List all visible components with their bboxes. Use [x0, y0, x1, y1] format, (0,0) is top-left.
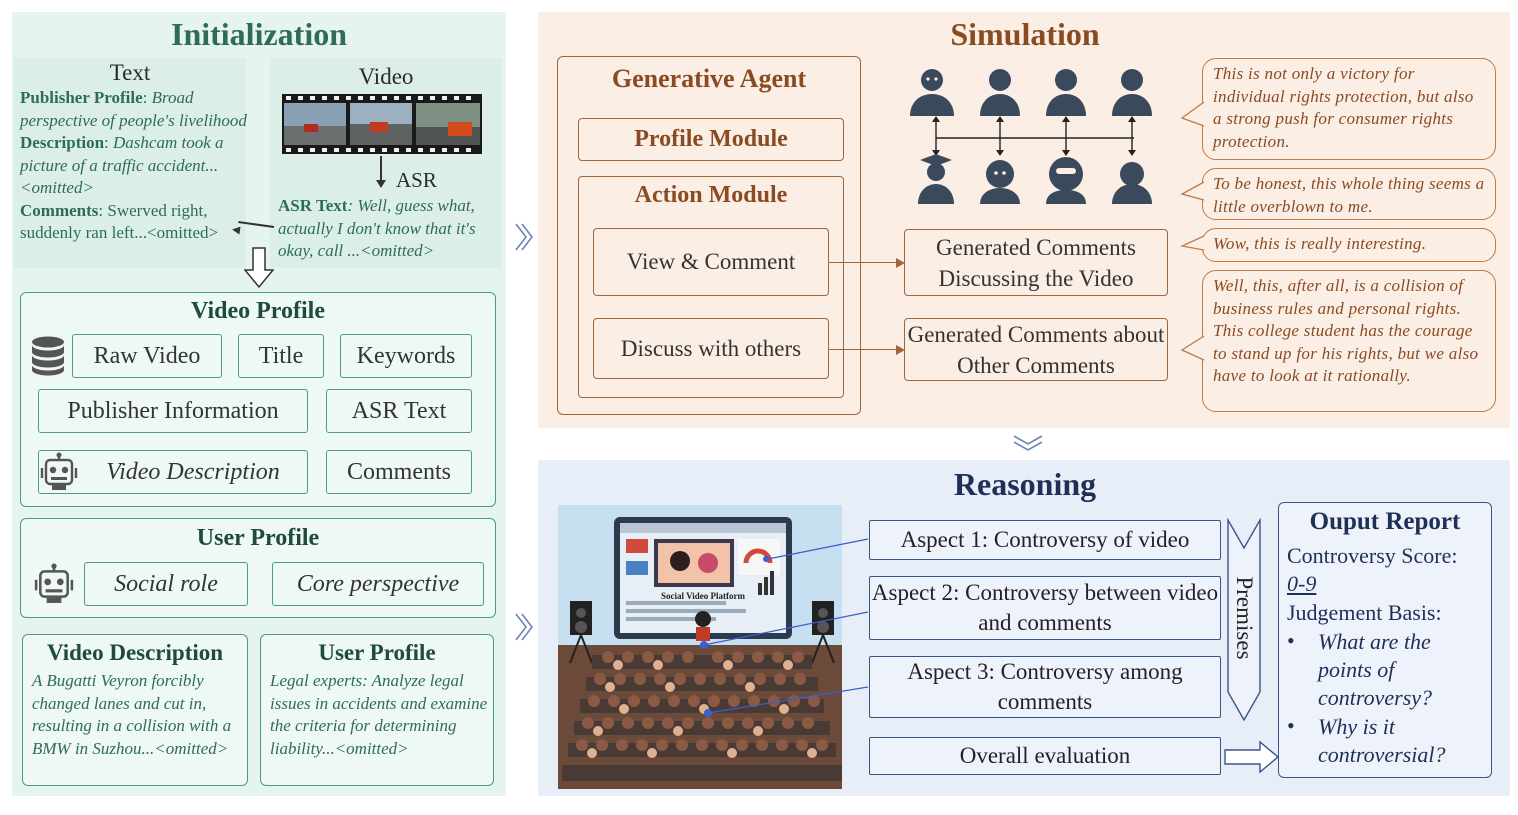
premises-label: Premises	[1232, 576, 1257, 660]
text-section	[14, 58, 246, 268]
agents-network-graphic	[896, 62, 1176, 212]
asr-text-label: ASR Text	[278, 196, 348, 215]
chevron-right-icon-1	[514, 222, 534, 257]
initialization-title: Initialization	[170, 16, 347, 52]
publisher-profile-value: Broad perspective of people's livelihood	[20, 88, 247, 130]
asr-to-text-arrowhead	[231, 225, 241, 235]
chevron-right-icon-2	[514, 612, 534, 647]
asr-arrow-line	[380, 156, 382, 182]
description-label: Description	[20, 133, 105, 152]
video-profile-title: Video Profile	[191, 298, 325, 324]
film-strip-image	[282, 94, 482, 154]
action-module-title: Action Module	[634, 182, 788, 208]
asr-arrow-head	[376, 180, 386, 188]
profile-module-box: Profile Module	[578, 118, 844, 161]
comment-bubble-3: Wow, this is really interesting.	[1202, 228, 1496, 262]
arrowhead-discuss	[896, 345, 905, 355]
bubble-tail-1	[1180, 100, 1206, 135]
user-profile-card-text: Legal experts: Analyze legal issues in a…	[270, 671, 488, 758]
video-description-card	[22, 634, 248, 786]
chevron-down-icon	[1012, 434, 1044, 459]
video-description-card-title: Video Description	[46, 640, 224, 665]
simulation-title: Simulation	[950, 16, 1100, 52]
user-profile-title: User Profile	[196, 525, 320, 551]
view-comment-box: View & Comment	[593, 228, 829, 296]
bubble-tail-3	[1179, 234, 1206, 259]
arrow-discuss-to-generated	[829, 349, 899, 351]
premises-arrow	[1226, 517, 1262, 727]
asr-text-cell: ASR Text	[326, 389, 472, 433]
comments-cell: Comments	[326, 450, 472, 494]
bullet-dot-2: •	[1287, 713, 1295, 738]
video-section	[270, 58, 502, 268]
controversy-score-value: 0-9	[1287, 571, 1317, 596]
arrow-view-to-generated	[829, 262, 899, 264]
comment-bubble-1: This is not only a victory for individua…	[1202, 58, 1496, 160]
keywords-cell: Keywords	[340, 334, 472, 378]
bubble-tail-2	[1180, 180, 1206, 209]
generated-comments-video-box: Generated Comments Discussing the Video	[904, 229, 1168, 296]
aspect-2-box: Aspect 2: Controversy between video and …	[869, 576, 1221, 640]
core-perspective-cell: Core perspective	[272, 562, 484, 606]
comments-label: Comments	[20, 200, 99, 220]
user-profile-card	[260, 634, 494, 786]
robot-icon-2	[34, 562, 74, 611]
bullet-dot-1: •	[1287, 628, 1295, 653]
report-bullet-2: Why is it controversial?	[1318, 714, 1446, 767]
discuss-with-others-box: Discuss with others	[593, 318, 829, 379]
title-cell: Title	[238, 334, 324, 378]
overall-to-report-arrow	[1224, 740, 1280, 779]
generative-agent-title: Generative Agent	[611, 64, 807, 93]
raw-video-cell: Raw Video	[72, 334, 222, 378]
comment-bubble-2: To be honest, this whole thing seems a l…	[1202, 168, 1496, 220]
social-platform-illustration: Social Video Platform	[558, 505, 842, 789]
action-module-box	[578, 176, 844, 398]
output-report-title: Ouput Report	[1309, 508, 1461, 535]
text-heading: Text	[109, 60, 151, 85]
generative-agent-box	[557, 56, 861, 415]
asr-text-body: ASR Text: Well, guess what, actually I d…	[278, 196, 476, 260]
aspect-1-box: Aspect 1: Controversy of video	[869, 520, 1221, 560]
text-section-body: Publisher Profile: Broad perspective of …	[20, 88, 247, 243]
video-heading: Video	[358, 64, 414, 89]
aspect-3-box: Aspect 3: Controversy among comments	[869, 656, 1221, 718]
asr-label: ASR	[396, 168, 437, 192]
reasoning-title: Reasoning	[953, 466, 1097, 502]
description-value: Dashcam took a picture of a traffic acci…	[20, 133, 224, 197]
database-icon	[30, 336, 66, 381]
controversy-score-label: Controversy Score:	[1287, 543, 1458, 568]
judgement-basis-label: Judgement Basis:	[1287, 600, 1442, 625]
generated-comments-other-box: Generated Comments about Other Comments	[904, 318, 1168, 381]
video-description-cell: Video Description	[38, 450, 308, 494]
overall-evaluation-box: Overall evaluation	[869, 737, 1221, 775]
publisher-information-cell: Publisher Information	[38, 389, 308, 433]
asr-text-value: Well, guess what, actually I don't know …	[278, 196, 476, 260]
output-report-box	[1278, 502, 1492, 778]
comment-bubble-4: Well, this, after all, is a collision of…	[1202, 270, 1496, 412]
bubble-tail-4	[1180, 334, 1206, 369]
social-role-cell: Social role	[84, 562, 248, 606]
svg-text:Social Video Platform: Social Video Platform	[661, 591, 745, 601]
user-profile-card-title: User Profile	[318, 640, 436, 665]
arrowhead-view	[896, 258, 905, 268]
robot-icon	[40, 452, 78, 497]
publisher-profile-label: Publisher Profile	[20, 88, 143, 107]
comments-value: Swerved right, suddenly ran left...<omit…	[20, 200, 219, 243]
down-hollow-arrow	[243, 247, 275, 294]
report-bullet-1: What are the points of controversy?	[1318, 629, 1433, 710]
video-description-card-text: A Bugatti Veyron forcibly changed lanes …	[32, 671, 232, 758]
